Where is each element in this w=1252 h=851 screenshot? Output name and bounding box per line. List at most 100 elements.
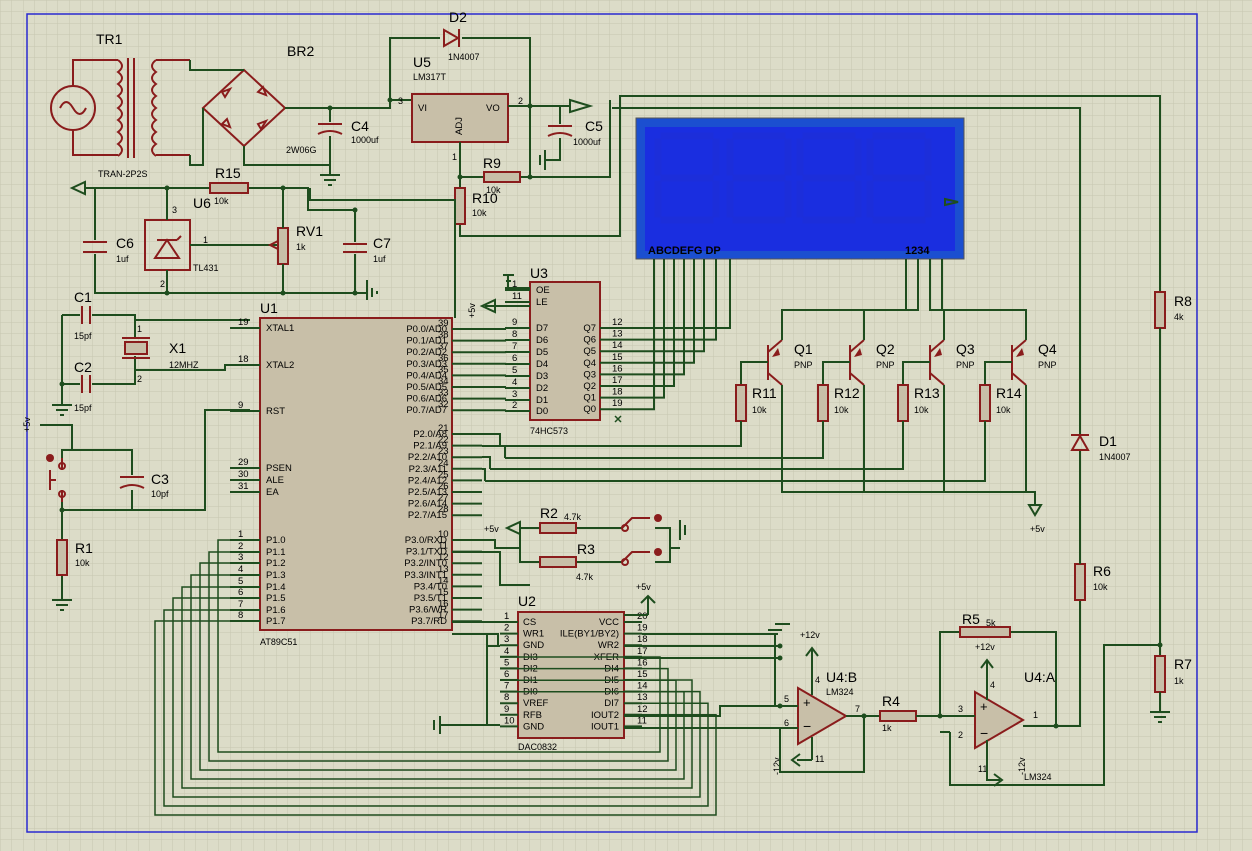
reset-button-icon[interactable] xyxy=(46,454,54,462)
seg-bus-line-3 xyxy=(632,259,695,364)
u6-pin2: 2 xyxy=(160,279,165,289)
reset-ground-icon xyxy=(52,599,72,611)
opamp-u4a[interactable]: + − U4:A LM324 +12v -12v 3 2 1 4 11 xyxy=(958,642,1056,782)
seg-bus-line-4 xyxy=(632,259,685,376)
u4a-pin2: 2 xyxy=(958,730,963,740)
u1-pin-label-8: P1.7 xyxy=(266,616,286,627)
transformer-tr1[interactable]: TR1 TRAN-2P2S xyxy=(50,31,190,179)
resistor-r15[interactable]: R15 10k xyxy=(209,165,249,206)
resistor-r7[interactable]: R7 1k xyxy=(1150,655,1192,723)
u3-pin-19: 19 xyxy=(612,398,623,409)
u1-pin-28: 28 xyxy=(438,504,449,515)
r6-ref: R6 xyxy=(1093,563,1111,579)
bus-p0-line-5 xyxy=(482,386,506,388)
r9-ref: R9 xyxy=(483,155,501,171)
capacitor-c6[interactable]: C6 1uf xyxy=(83,235,134,264)
opamp-u4b[interactable]: + − U4:B LM324 +12v -12v 5 6 7 4 11 xyxy=(772,630,860,775)
bus-p2-line-2 xyxy=(482,456,491,469)
u4b-ref: U4:B xyxy=(826,669,857,685)
capacitor-c1[interactable]: C1 15pf xyxy=(74,289,92,341)
lcd-seg-1-3 xyxy=(654,138,662,176)
latch-u3[interactable]: U3 74HC573 1OE11LE9D78D67D56D45D34D23D12… xyxy=(505,265,632,436)
key-circuit[interactable]: +5v R2 4.7k R3 4.7k xyxy=(484,505,686,582)
bus-p0-line-0 xyxy=(482,328,506,330)
r13-value: 10k xyxy=(914,405,929,415)
lcd-seg-1-2 xyxy=(660,216,714,224)
r10-value: 10k xyxy=(472,208,487,218)
lcd-seg-2-0 xyxy=(732,132,786,140)
lcd-seg-1-1 xyxy=(660,174,714,182)
u1-pin-label-27: P2.6/A14 xyxy=(408,499,447,510)
reset-circuit[interactable]: +5v C3 10pf R1 10k xyxy=(22,409,250,611)
reset-vcc-label: +5v xyxy=(22,417,32,432)
r12-ref: R12 xyxy=(834,385,860,401)
lcd-seg-4-3 xyxy=(866,138,874,176)
r5-value: 5k xyxy=(986,618,996,628)
key1-button-icon[interactable] xyxy=(654,514,662,522)
u1-pin-37: 37 xyxy=(438,341,449,352)
resistor-r10[interactable]: R10 10k xyxy=(454,187,498,225)
u3-pin-5: 5 xyxy=(512,365,517,376)
capacitor-c7[interactable]: C7 1uf xyxy=(343,210,391,293)
u2-pin-label-3: GND xyxy=(523,640,544,651)
u4a-value: LM324 xyxy=(1024,772,1052,782)
u2-pin-4: 4 xyxy=(504,646,509,657)
u2-pin-18: 18 xyxy=(637,634,648,645)
lcd-seg-2-4 xyxy=(784,138,792,176)
resistor-r5[interactable]: R5 5k xyxy=(959,611,1011,638)
u2-pin-label-18: WR2 xyxy=(598,640,619,651)
u1-pin-36: 36 xyxy=(438,353,449,364)
shunt-regulator-u6[interactable]: U6 TL431 3 1 2 xyxy=(144,188,278,293)
u3-pin-label-4: D2 xyxy=(536,383,548,394)
crystal-x1[interactable]: X1 12MHZ 1 2 xyxy=(122,324,199,384)
svg-text:−: − xyxy=(980,725,988,741)
c3-value: 10pf xyxy=(151,489,169,499)
capacitor-c2[interactable]: C2 15pf xyxy=(74,359,92,413)
bus-p1-line-6 xyxy=(163,609,709,807)
u1-pin-32: 32 xyxy=(438,399,449,410)
r7-value: 1k xyxy=(1174,676,1184,686)
q2-ref: Q2 xyxy=(876,341,895,357)
resistor-r9[interactable]: R9 10k xyxy=(483,155,521,195)
key2-button-icon[interactable] xyxy=(654,548,662,556)
seg-bus-line-2 xyxy=(632,259,705,353)
u1-pin-label-29: PSEN xyxy=(266,463,292,474)
lcd-seg-2-6 xyxy=(784,180,792,218)
u2-pin-label-12: IOUT2 xyxy=(591,710,619,721)
potentiometer-rv1[interactable]: RV1 1k xyxy=(267,188,323,293)
u2-pin-15: 15 xyxy=(637,669,648,680)
u1-pin-label-2: P1.1 xyxy=(266,547,286,558)
x1-ref: X1 xyxy=(169,340,186,356)
seg-bus-line-5 xyxy=(632,259,675,387)
bus-p0-line-4 xyxy=(482,374,506,377)
u1-pin-label-30: ALE xyxy=(266,475,284,486)
diode-d1[interactable]: D1 1N4007 xyxy=(612,107,1131,564)
u1-pin-7: 7 xyxy=(238,599,243,610)
capacitor-c5[interactable]: C5 1000uf xyxy=(539,106,603,170)
u1-pin-22: 22 xyxy=(438,435,449,446)
u2-pin-label-8: VREF xyxy=(523,698,549,709)
u5-pin-vi: VI xyxy=(418,103,427,114)
bus-p0-line-6 xyxy=(482,397,506,400)
u1-pin-label-9: RST xyxy=(266,406,285,417)
resistor-r8[interactable]: R8 4k xyxy=(1154,291,1192,645)
u1-pin-label-32: P0.7/AD7 xyxy=(406,405,447,416)
bridge-rectifier-br2[interactable]: BR2 2W06G xyxy=(189,43,330,166)
rv1-value: 1k xyxy=(296,242,306,252)
u1-pin-label-4: P1.3 xyxy=(266,570,286,581)
u1-pin-1: 1 xyxy=(238,529,243,540)
u1-pin-label-34: P0.5/AD5 xyxy=(406,382,447,393)
u4b-pin5: 5 xyxy=(784,694,789,704)
r4-ref: R4 xyxy=(882,693,900,709)
diode-d2[interactable]: D2 1N4007 xyxy=(389,9,531,106)
u4a-vpos: +12v xyxy=(975,642,995,652)
microcontroller-u1[interactable]: U1 AT89C51 19XTAL118XTAL29RST29PSEN30ALE… xyxy=(230,300,482,647)
output-terminal-icon xyxy=(569,98,594,114)
capacitor-c4[interactable]: C4 1000uf xyxy=(317,108,379,186)
u1-pin-label-21: P2.0/A8 xyxy=(413,429,447,440)
u4a-pin11: 11 xyxy=(978,764,987,774)
u2-pin-8: 8 xyxy=(504,692,509,703)
